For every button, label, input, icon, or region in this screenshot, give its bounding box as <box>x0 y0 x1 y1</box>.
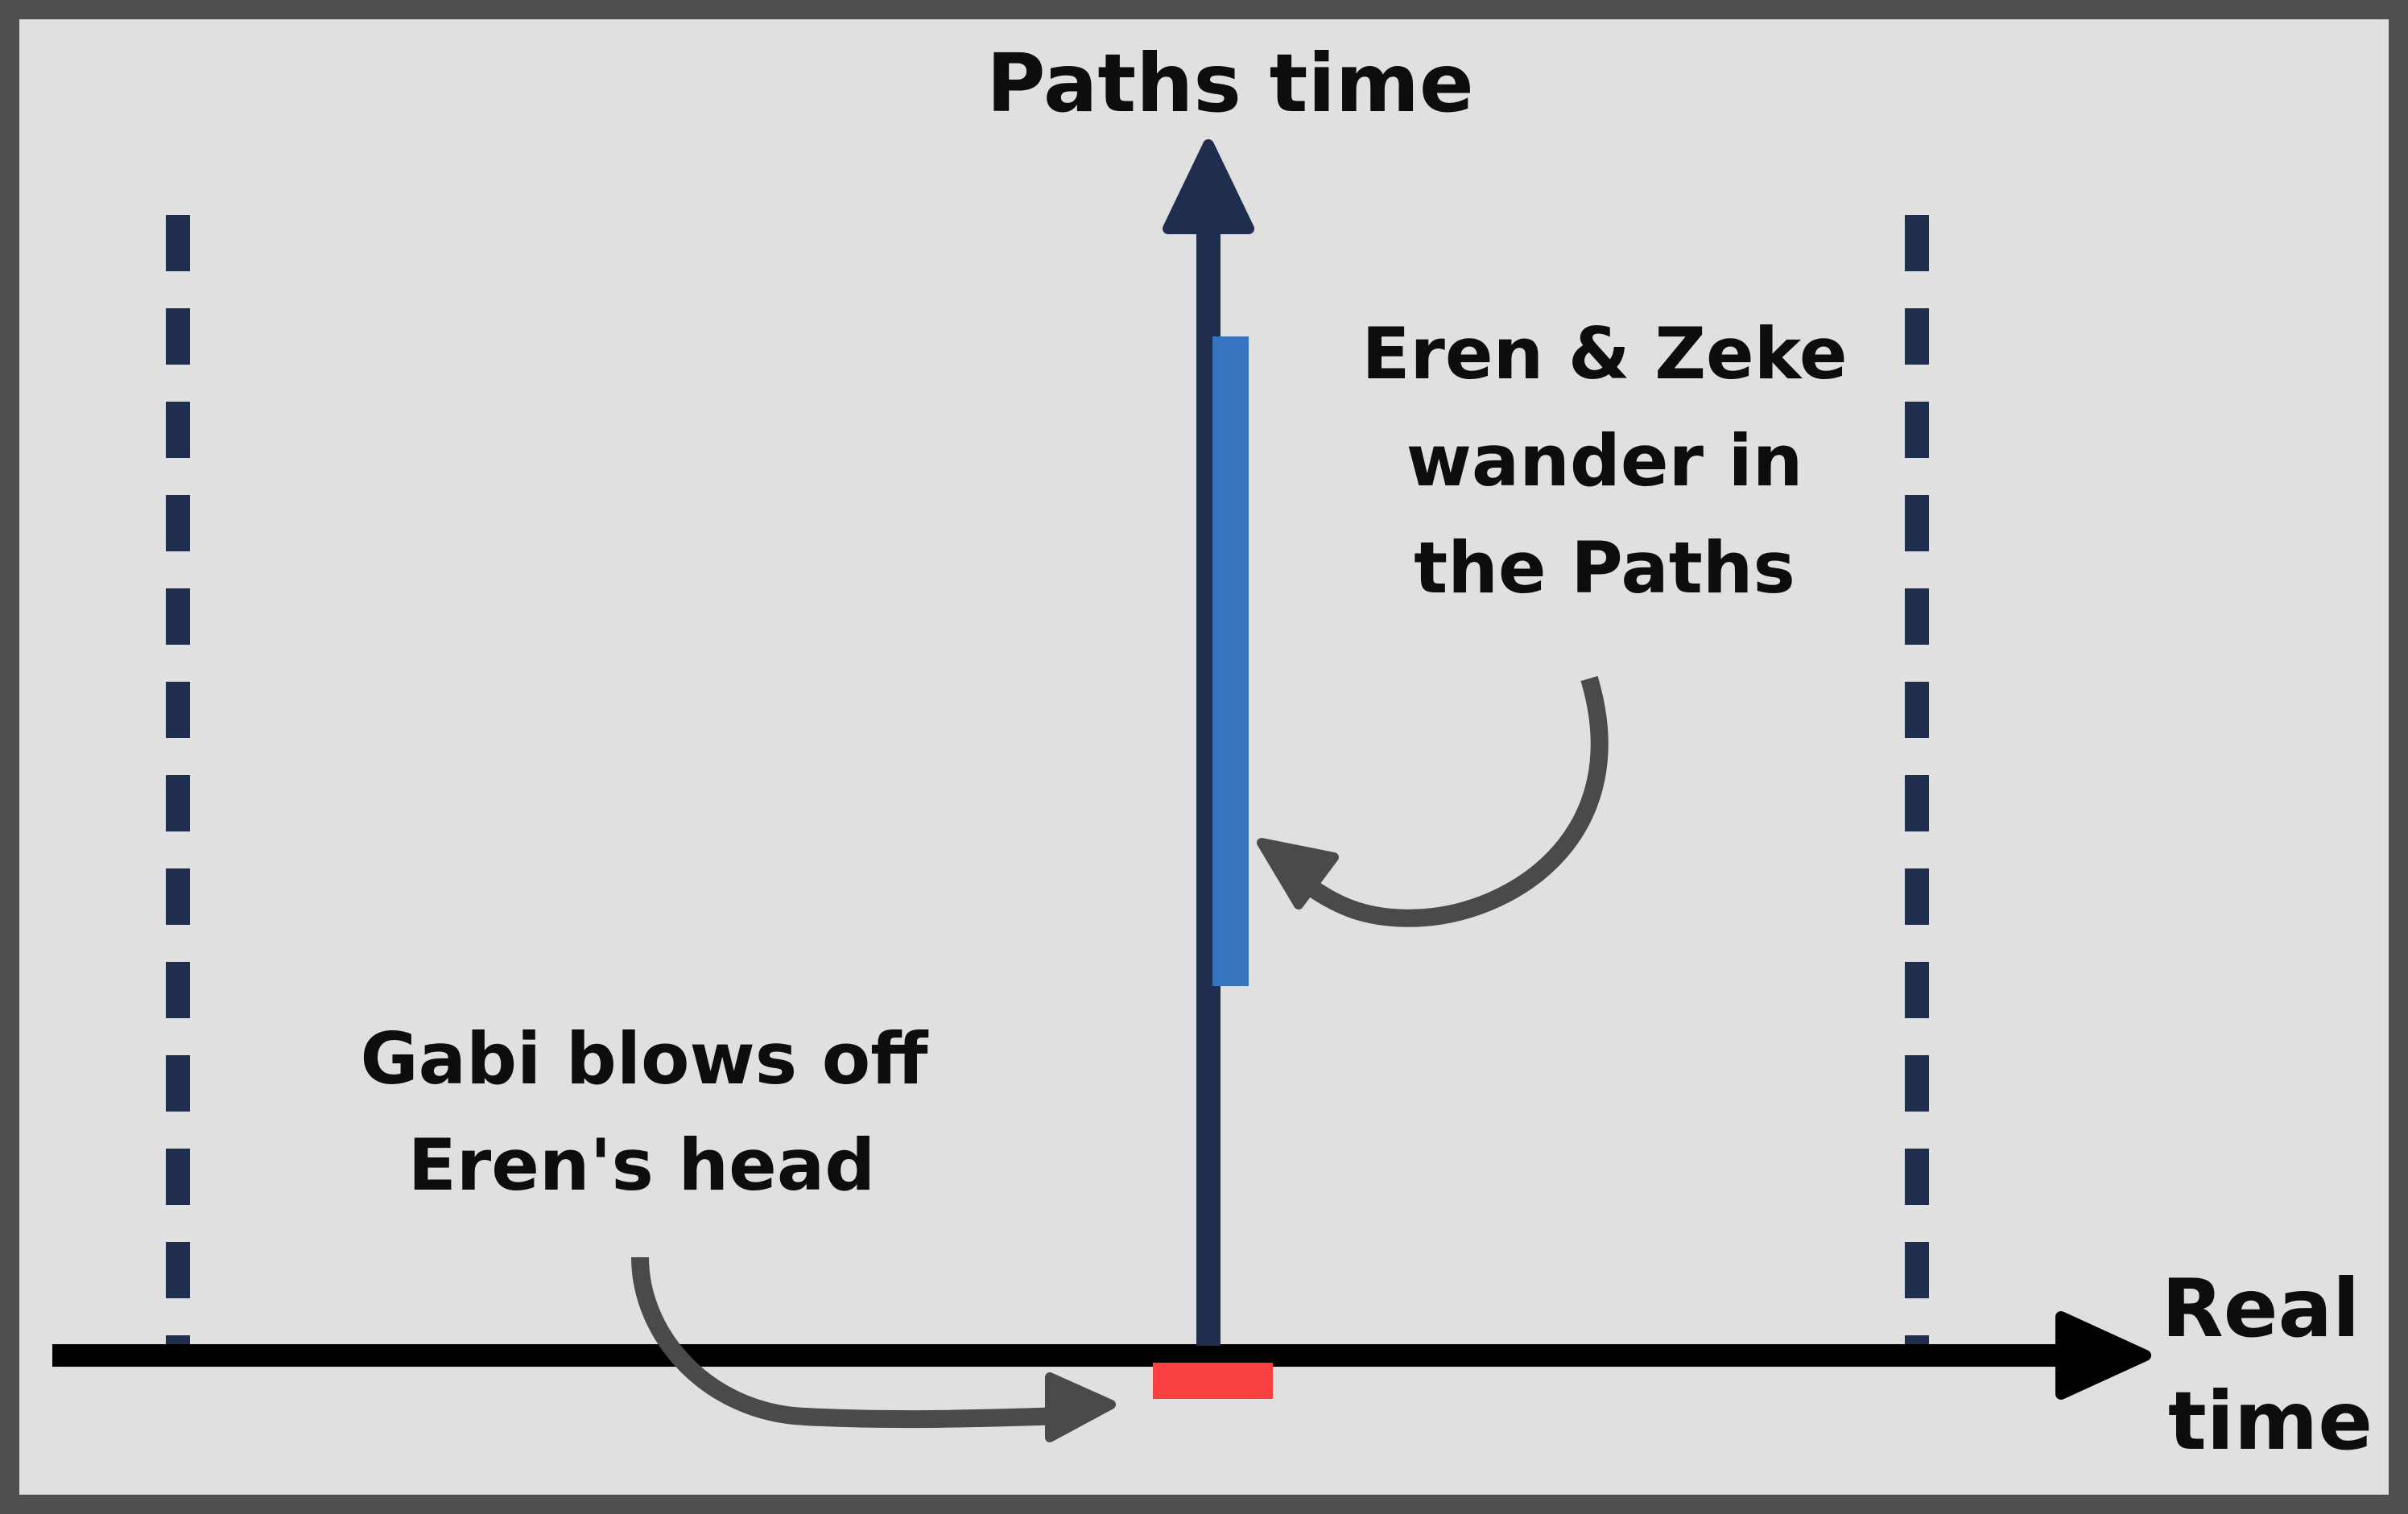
paths-annotation-line2: wander in <box>1406 419 1803 502</box>
x-axis-label-line2: time <box>2168 1374 2373 1468</box>
real-time-axis-arrowhead <box>2055 1311 2151 1400</box>
real-time-marker <box>1153 1363 1273 1399</box>
paths-annotation-line1: Eren & Zeke <box>1361 312 1847 395</box>
gabi-curved-arrow-head <box>1045 1372 1116 1442</box>
paths-annotation-line3: the Paths <box>1414 526 1795 609</box>
x-axis-label-line1: Real <box>2162 1261 2361 1355</box>
paths-time-segment <box>1212 336 1249 986</box>
gabi-annotation-line2: Eren's head <box>408 1124 876 1207</box>
paths-time-axis-arrowhead <box>1163 139 1254 234</box>
gabi-annotation-line1: Gabi blows off <box>360 1017 929 1100</box>
paths-curved-arrow-head <box>1257 838 1339 910</box>
gabi-curved-arrow <box>631 1256 1064 1429</box>
y-axis-label: Paths time <box>986 36 1474 130</box>
paths-curved-arrow <box>1303 675 1609 927</box>
